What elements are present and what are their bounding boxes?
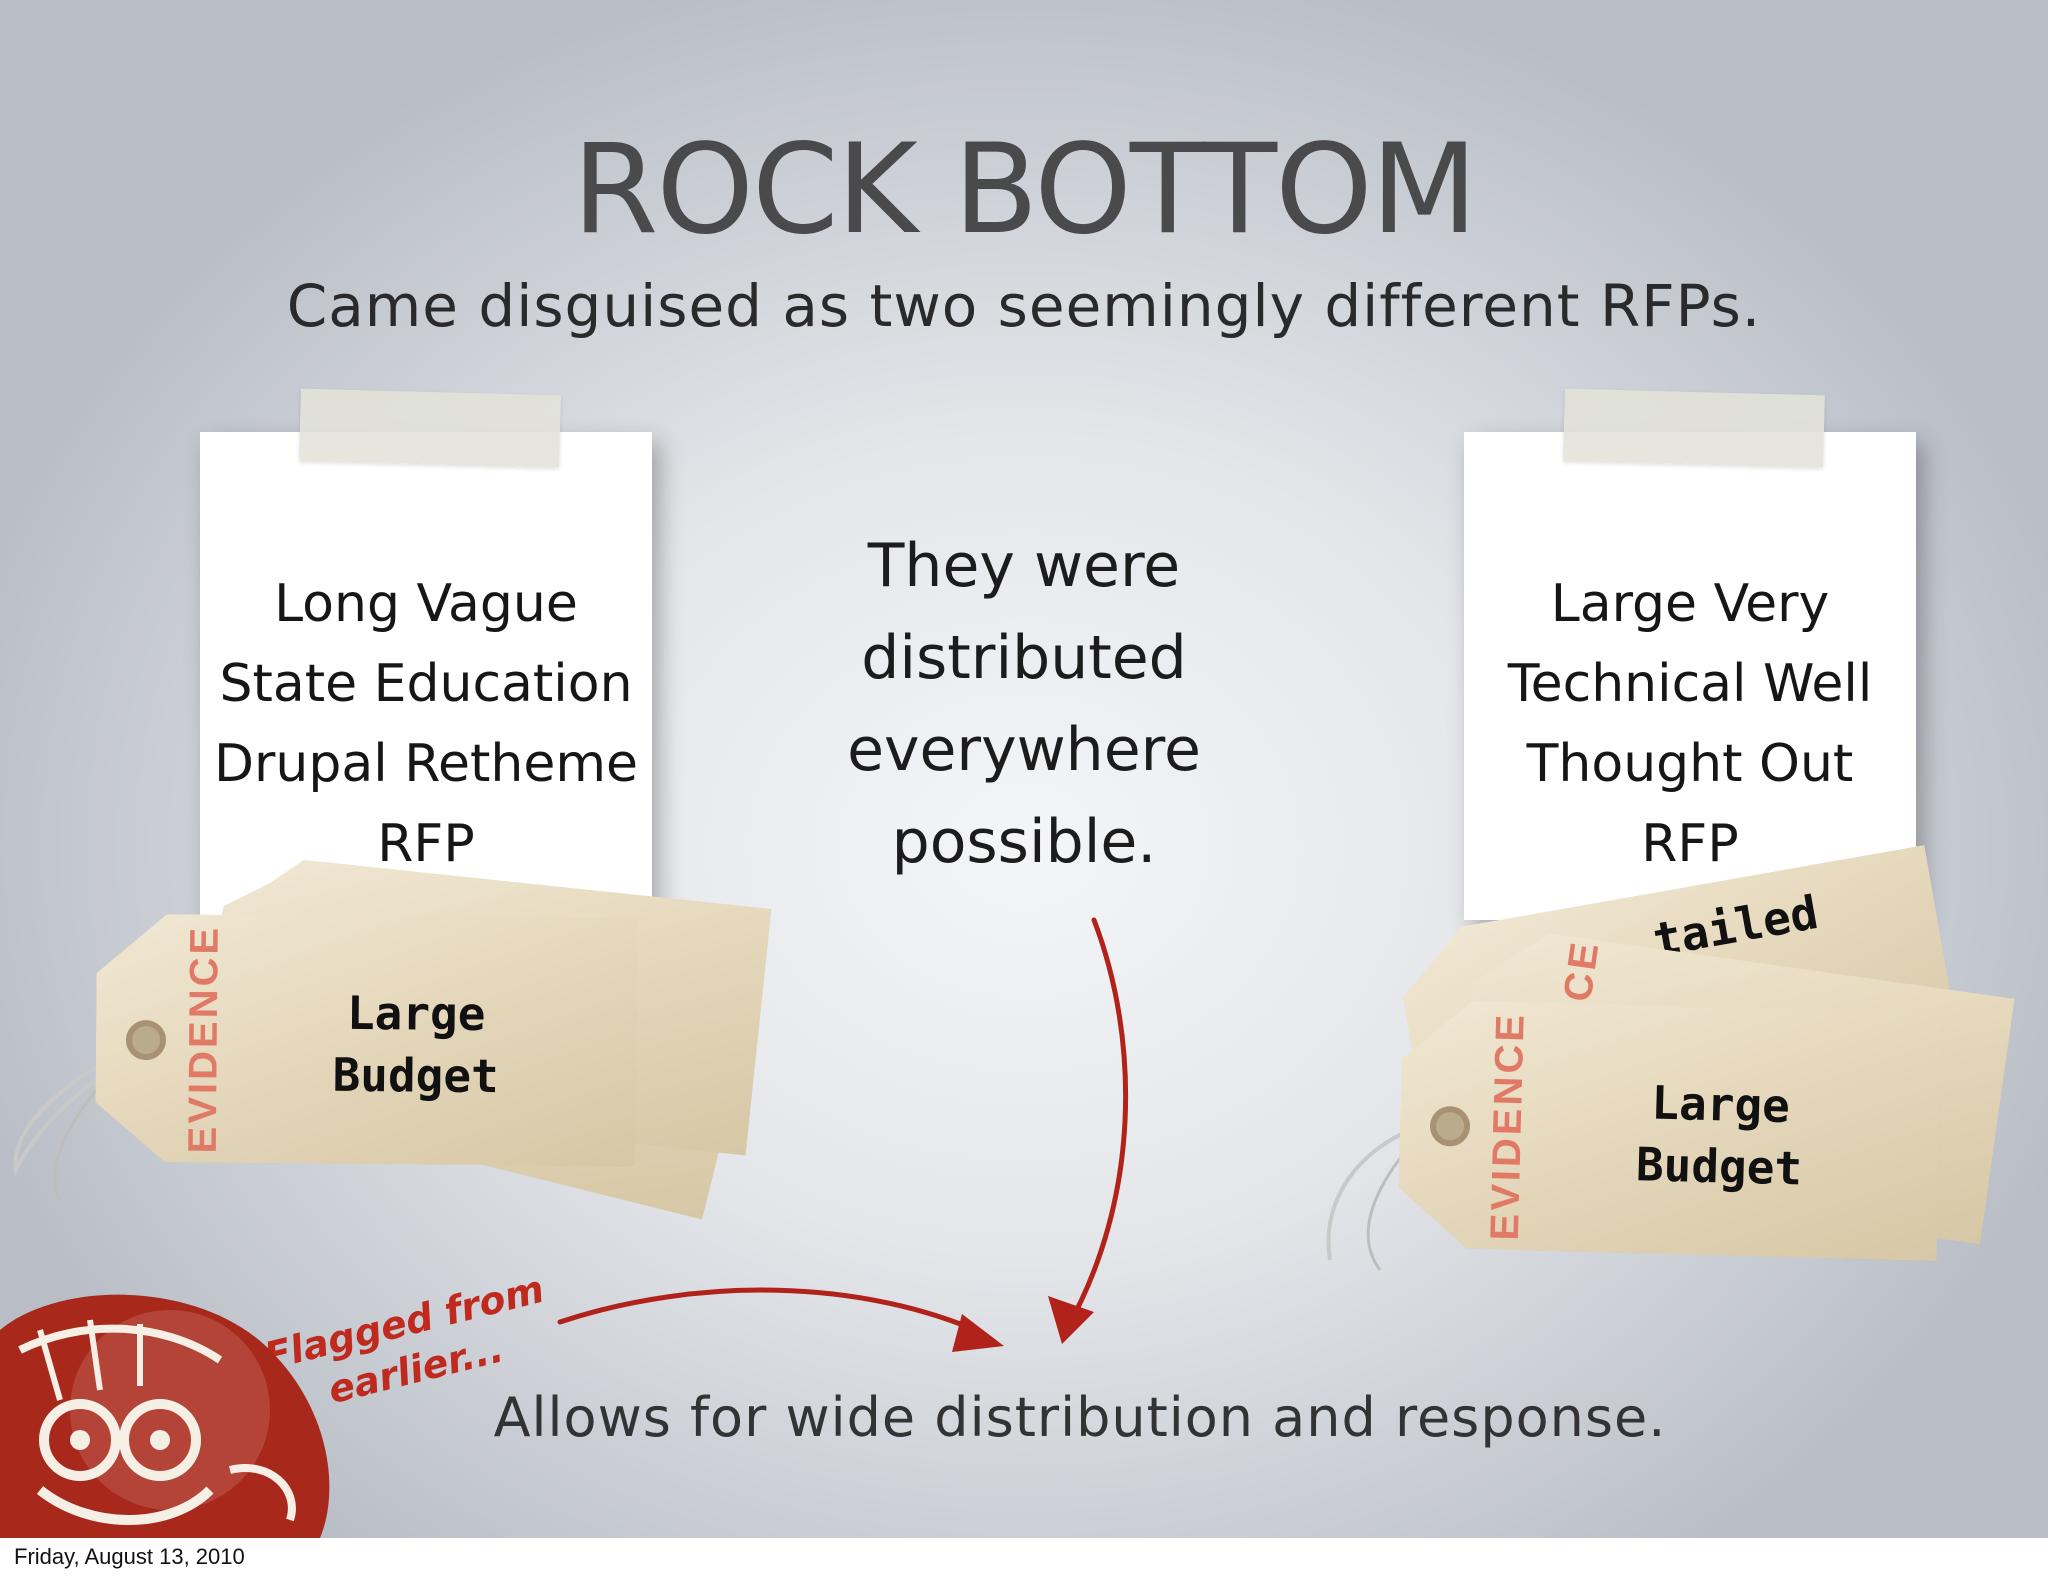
tag-hole [126,1020,166,1060]
footer-date: Friday, August 13, 2010 [14,1544,245,1569]
cartoon-mascot-icon [0,1294,330,1538]
left-rfp-card: Long Vague State Education Drupal Rethem… [200,388,652,920]
middle-line: everywhere [847,715,1201,785]
subtitle: Came disguised as two seemingly differen… [286,272,1762,340]
middle-text: They were distributed everywhere possibl… [774,520,1274,888]
slide: ROCK BOTTOM Came disguised as two seemin… [0,0,2048,1538]
left-card-line: Long Vague [274,574,578,634]
evidence-stamp: EVIDENCE [180,924,227,1154]
middle-line: distributed [861,623,1187,693]
right-card-line: Technical Well [1507,654,1873,714]
middle-line: They were [867,531,1181,601]
tag-hole [1430,1106,1471,1147]
tag-label: Large Budget [1635,1075,1803,1196]
footer: Friday, August 13, 2010 [0,1538,2048,1582]
page-title: ROCK BOTTOM [572,118,1477,262]
right-rfp-card: Large Very Technical Well Thought Out RF… [1464,388,1916,920]
left-card-line: RFP [377,814,475,874]
evidence-tag-front: EVIDENCE Large Budget [95,914,637,1167]
evidence-tag-front: EVIDENCE Large Budget [1397,999,1943,1261]
evidence-stamp: EVIDENCE [1482,1010,1533,1241]
left-card-text: Long Vague State Education Drupal Rethem… [200,564,652,884]
left-card-line: Drupal Retheme [214,734,638,794]
tag-label: Large Budget [332,985,500,1104]
right-card-text: Large Very Technical Well Thought Out RF… [1464,564,1916,884]
middle-line: possible. [891,807,1157,877]
bottom-caption: Allows for wide distribution and respons… [493,1386,1667,1449]
right-card-line: Thought Out [1526,734,1854,794]
right-card-line: RFP [1641,814,1739,874]
left-card-line: State Education [219,654,633,714]
right-card-line: Large Very [1550,574,1830,634]
